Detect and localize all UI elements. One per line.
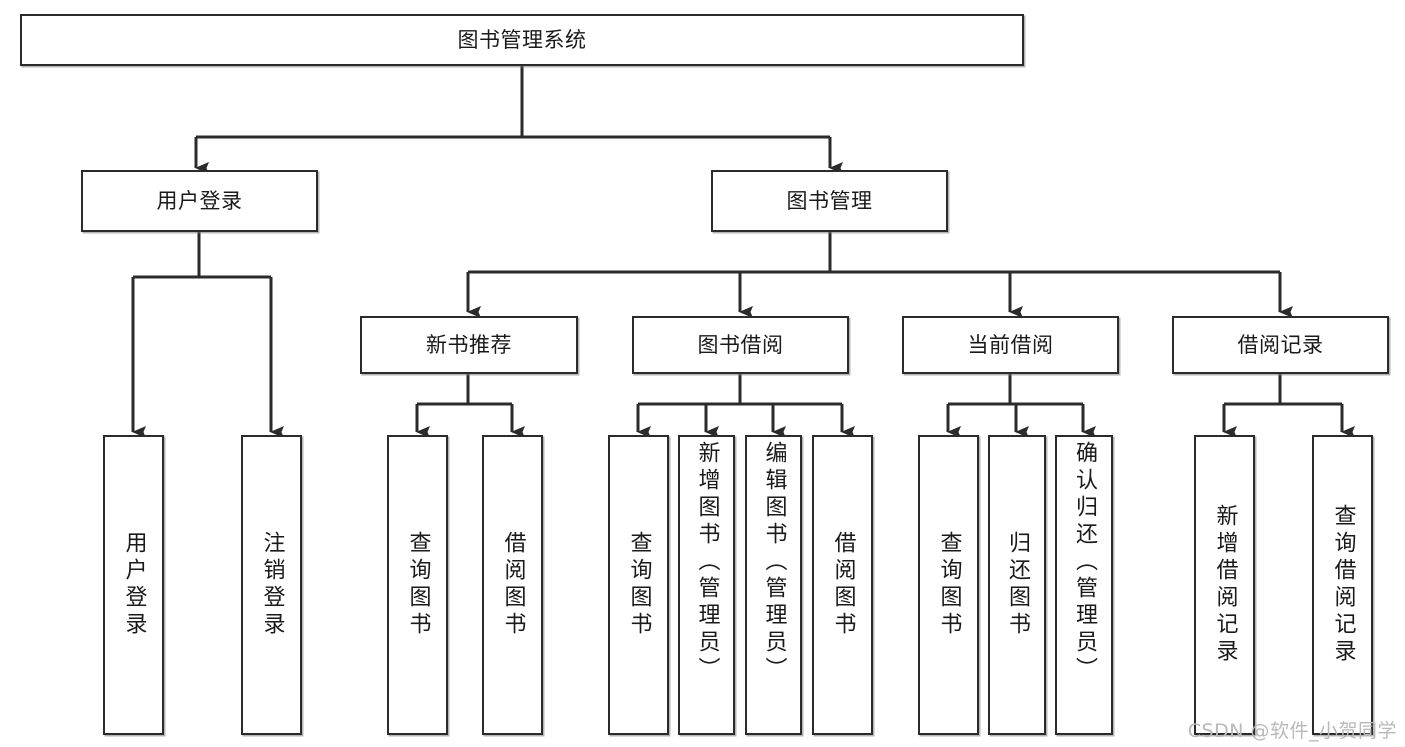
node-book-borrow[interactable]: 图书借阅 [632, 316, 849, 374]
leaf-new-book-query-book[interactable]: 查询图书 [387, 435, 448, 735]
leaf-record-query-record-label: 查询借阅记录 [1330, 504, 1356, 666]
node-book-management-label: 图书管理 [786, 188, 873, 213]
leaf-current-query-book-label: 查询图书 [936, 531, 962, 639]
leaf-user-login-logout-label: 注销登录 [259, 531, 285, 639]
leaf-borrow-query-book-label: 查询图书 [626, 531, 652, 639]
leaf-current-confirm-return-admin-label: 确认归还（管理员） [1072, 441, 1097, 684]
leaf-record-query-record[interactable]: 查询借阅记录 [1312, 435, 1373, 735]
leaf-borrow-borrow-book[interactable]: 借阅图书 [812, 435, 873, 735]
node-user-login[interactable]: 用户登录 [81, 170, 318, 232]
node-new-book-recommend[interactable]: 新书推荐 [360, 316, 578, 374]
leaf-borrow-borrow-book-label: 借阅图书 [830, 531, 856, 639]
leaf-new-book-borrow-book[interactable]: 借阅图书 [482, 435, 543, 735]
node-borrow-record-label: 借阅记录 [1237, 332, 1324, 357]
leaf-new-book-query-book-label: 查询图书 [405, 531, 431, 639]
node-book-management[interactable]: 图书管理 [711, 170, 948, 232]
leaf-borrow-query-book[interactable]: 查询图书 [608, 435, 669, 735]
node-root-system[interactable]: 图书管理系统 [20, 14, 1024, 66]
leaf-borrow-edit-book-admin-label: 编辑图书（管理员） [761, 441, 787, 684]
node-borrow-record[interactable]: 借阅记录 [1172, 316, 1389, 374]
node-new-book-recommend-label: 新书推荐 [426, 332, 512, 357]
leaf-borrow-add-book-admin[interactable]: 新增图书（管理员） [678, 435, 735, 735]
leaf-borrow-edit-book-admin[interactable]: 编辑图书（管理员） [745, 435, 802, 735]
node-book-borrow-label: 图书借阅 [697, 332, 784, 357]
leaf-new-book-borrow-book-label: 借阅图书 [500, 531, 526, 639]
node-root-system-label: 图书管理系统 [457, 27, 587, 52]
leaf-current-confirm-return-admin[interactable]: 确认归还（管理员） [1055, 435, 1113, 735]
csdn-watermark: CSDN @软件_小贺同学 [1187, 720, 1397, 742]
leaf-user-login-login[interactable]: 用户登录 [103, 435, 164, 735]
leaf-record-add-record[interactable]: 新增借阅记录 [1194, 435, 1255, 735]
leaf-borrow-add-book-admin-label: 新增图书（管理员） [694, 441, 720, 684]
leaf-record-add-record-label: 新增借阅记录 [1212, 504, 1238, 666]
node-current-borrow[interactable]: 当前借阅 [902, 316, 1119, 374]
leaf-current-return-book[interactable]: 归还图书 [988, 435, 1046, 735]
leaf-current-query-book[interactable]: 查询图书 [918, 435, 979, 735]
leaf-user-login-logout[interactable]: 注销登录 [241, 435, 302, 735]
node-current-borrow-label: 当前借阅 [967, 332, 1054, 357]
leaf-user-login-login-label: 用户登录 [121, 531, 147, 639]
node-user-login-label: 用户登录 [156, 188, 243, 213]
leaf-current-return-book-label: 归还图书 [1005, 531, 1030, 639]
